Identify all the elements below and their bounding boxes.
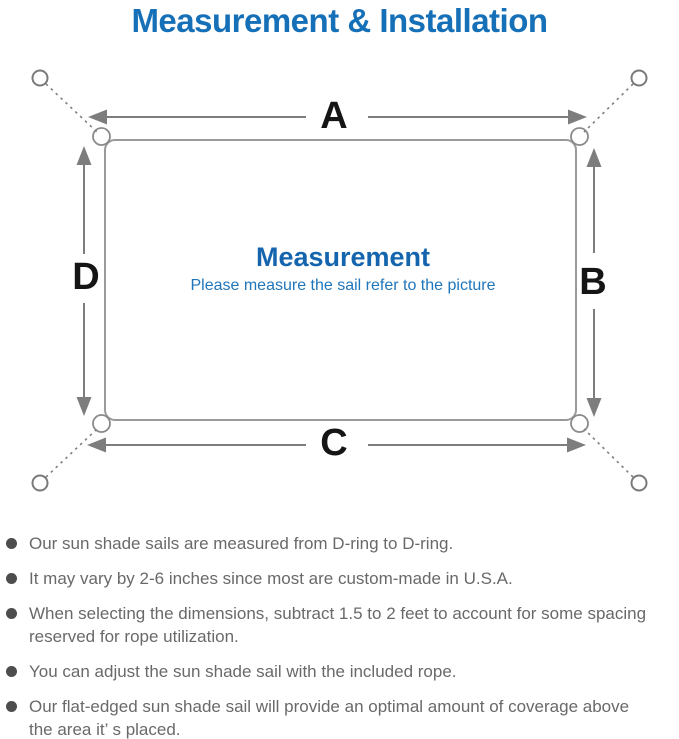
diagram-heading: Measurement <box>255 242 431 272</box>
rope-top-right <box>583 83 634 133</box>
d-ring-bottom-right-icon <box>570 414 589 433</box>
dimension-arrow-d-icon <box>76 146 92 416</box>
d-ring-bottom-left-icon <box>92 414 111 433</box>
dimension-label-d: D <box>72 256 100 298</box>
bullet-dot <box>6 666 17 677</box>
list-item: It may vary by 2-6 inches since most are… <box>6 567 675 590</box>
rope-bottom-right <box>583 428 634 478</box>
notes-list: Our sun shade sails are measured from D-… <box>6 532 675 739</box>
d-ring-top-right-icon <box>570 127 589 146</box>
dimension-label-a: A <box>320 95 348 137</box>
anchor-ring-top-left-icon <box>31 69 49 87</box>
note-text: Our flat-edged sun shade sail will provi… <box>29 697 630 739</box>
d-ring-top-left-icon <box>92 127 111 146</box>
bullet-dot <box>6 701 17 712</box>
anchor-ring-bottom-left-icon <box>31 474 49 492</box>
note-text: It may vary by 2-6 inches since most are… <box>29 569 513 588</box>
bullet-dot <box>6 608 17 619</box>
anchor-ring-bottom-right-icon <box>630 474 648 492</box>
rope-top-left <box>45 83 98 133</box>
list-item: When selecting the dimensions, subtract … <box>6 602 675 648</box>
list-item: You can adjust the sun shade sail with t… <box>6 660 675 683</box>
dimension-arrow-b-icon <box>586 148 602 417</box>
bullet-dot <box>6 538 17 549</box>
bullet-dot <box>6 573 17 584</box>
list-item: Our flat-edged sun shade sail will provi… <box>6 695 675 739</box>
note-text: When selecting the dimensions, subtract … <box>29 604 647 646</box>
rope-bottom-left <box>45 428 98 478</box>
dimension-arrow-c-icon <box>87 437 586 453</box>
dimension-arrow-a-icon <box>88 109 587 125</box>
note-text: You can adjust the sun shade sail with t… <box>29 662 457 681</box>
anchor-ring-top-right-icon <box>630 69 648 87</box>
note-text: Our sun shade sails are measured from D-… <box>29 534 454 553</box>
diagram-subtitle: Please measure the sail refer to the pic… <box>190 277 496 294</box>
sail-outline <box>104 139 577 421</box>
dimension-label-c: C <box>320 422 348 464</box>
dimension-label-b: B <box>579 261 607 303</box>
page-title: Measurement & Installation <box>131 2 548 39</box>
list-item: Our sun shade sails are measured from D-… <box>6 532 675 555</box>
